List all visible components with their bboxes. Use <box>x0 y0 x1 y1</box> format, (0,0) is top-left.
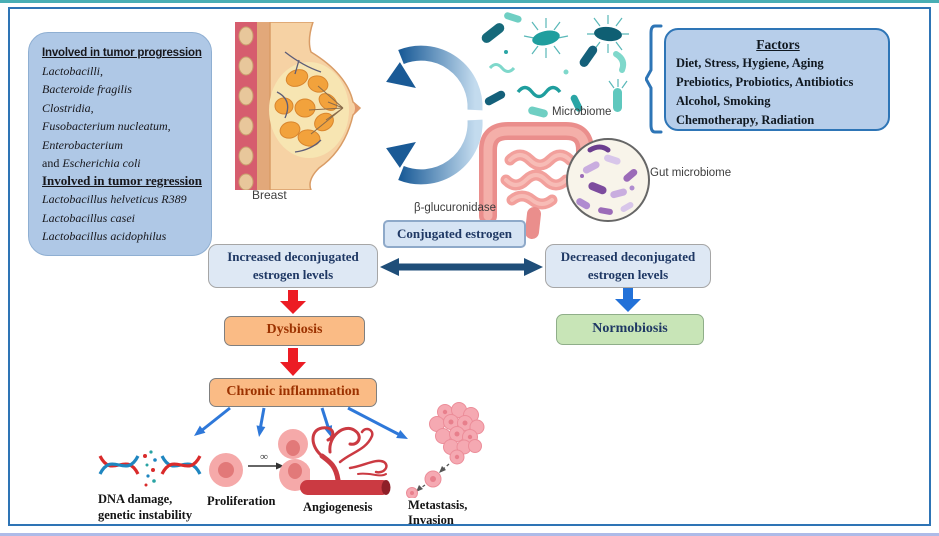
conjugated-estrogen-box: Conjugated estrogen <box>383 220 526 248</box>
metastasis-label: Metastasis, <box>408 498 468 512</box>
normobiosis-box: Normobiosis <box>556 314 704 345</box>
species-item: Bacteroide fragilis <box>42 82 132 97</box>
red-down-arrow-icon <box>280 348 306 376</box>
curly-brace-icon <box>645 24 663 134</box>
dna-damage-illustration <box>98 448 203 492</box>
factors-line: Prebiotics, Probiotics, Antibiotics <box>676 75 854 89</box>
cycle-arrows-icon <box>386 45 483 185</box>
gut-microbiome-label: Gut microbiome <box>650 167 732 179</box>
chronic-inflammation-box: Chronic inflammation <box>209 378 377 407</box>
top-edge-line <box>0 0 939 3</box>
outcome-fan-arrows <box>180 406 430 446</box>
species-item: Lactobacilli, <box>42 64 103 78</box>
proliferation-label: Proliferation <box>207 494 276 508</box>
factors-line: Alcohol, Smoking <box>676 94 771 108</box>
bacteria-icons <box>481 12 629 118</box>
double-arrow <box>380 257 543 277</box>
species-item: Fusobacterium nucleatum, <box>42 119 171 134</box>
gut-icon <box>479 122 650 239</box>
dysbiosis-box: Dysbiosis <box>224 316 365 346</box>
blue-down-arrow-icon <box>615 288 641 312</box>
increased-estrogen-box: Increased deconjugated estrogen levels <box>208 244 378 288</box>
decreased-estrogen-box: Decreased deconjugated estrogen levels <box>545 244 711 288</box>
factors-brace <box>645 24 663 134</box>
red-down-arrow-icon <box>280 290 306 314</box>
infinity-symbol: ∞ <box>260 451 268 463</box>
proliferation-illustration: ∞ <box>205 420 310 492</box>
species-item: Lactobacillus helveticus R389 <box>42 192 187 207</box>
fan-arrows-icon <box>194 406 408 439</box>
red-arrow-to-dysbiosis <box>280 290 306 314</box>
tumor-regression-header: Involved in tumor regression <box>42 173 202 189</box>
factors-line: Diet, Stress, Hygiene, Aging <box>676 56 824 70</box>
metastasis-illustration <box>405 400 495 498</box>
species-item: Clostridia, <box>42 100 94 115</box>
proliferation-icon: ∞ <box>209 429 310 491</box>
exchange-cycle-arrows <box>345 30 485 198</box>
microbiome-label: Microbiome <box>552 106 612 118</box>
and-word: and <box>42 156 63 171</box>
factors-box: Factors Diet, Stress, Hygiene, Aging Pre… <box>664 28 890 131</box>
species-item: Enterobacterium <box>42 137 123 152</box>
angiogenesis-label: Angiogenesis <box>303 500 373 514</box>
angiogenesis-illustration <box>300 420 395 498</box>
enzyme-label: β-glucuronidase <box>413 202 497 214</box>
bottom-edge-line <box>0 533 939 536</box>
breast-label: Breast <box>252 188 287 202</box>
species-item-and: and Escherichia coli <box>42 154 203 172</box>
genetic-instability-label: genetic instability <box>98 508 193 522</box>
gut-illustration <box>470 118 655 240</box>
factors-title: Factors <box>756 37 800 52</box>
species-item: Lactobacillus casei <box>42 210 135 225</box>
figure-border <box>8 7 931 526</box>
microbiome-illustration <box>476 12 641 124</box>
tumor-species-box: Involved in tumor progression Lactobacil… <box>28 32 212 256</box>
tumor-progression-header: Involved in tumor progression <box>42 47 202 59</box>
species-name: Escherichia coli <box>62 156 141 171</box>
metastasis-icon <box>406 402 485 498</box>
double-headed-arrow-icon <box>380 258 543 276</box>
breast-anatomy-icon <box>235 22 362 190</box>
angiogenesis-icon <box>300 426 391 495</box>
invasion-label: Invasion <box>408 513 454 527</box>
blue-arrow-to-normobiosis <box>615 288 641 312</box>
red-arrow-to-inflammation <box>280 348 306 376</box>
factors-line: Chemotherapy, Radiation <box>676 113 815 127</box>
breast-illustration <box>225 22 383 190</box>
dna-damage-label: DNA damage, <box>98 492 173 506</box>
dna-icon <box>98 450 202 487</box>
species-item: Lactobacillus acidophilus <box>42 229 167 244</box>
